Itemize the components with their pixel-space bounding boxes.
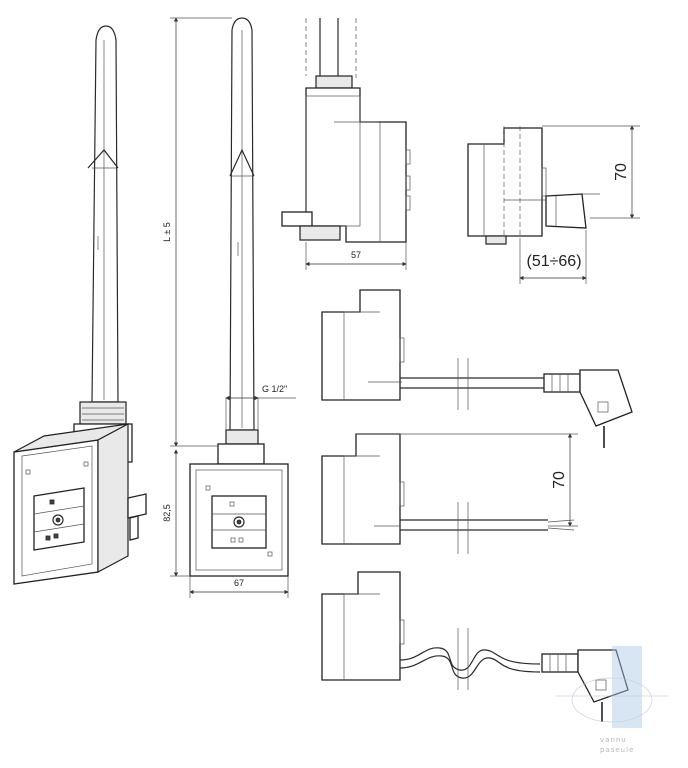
watermark-text-1: vannu bbox=[600, 736, 627, 744]
dim-width-label: 67 bbox=[234, 578, 244, 588]
watermark-text-2: paseule bbox=[600, 746, 634, 754]
variant-coiled-plug bbox=[321, 571, 629, 722]
dim-depth-top-label: 70 bbox=[613, 163, 630, 181]
dim-depth-cable-label: 70 bbox=[551, 471, 568, 489]
installed-detail-view: 70 (51÷66) bbox=[467, 125, 640, 284]
side-view: 57 bbox=[281, 18, 411, 270]
dim-side-width-label: 57 bbox=[351, 250, 361, 260]
watermark-accent-panel bbox=[612, 646, 642, 728]
dim-length-label: L ± 5 bbox=[162, 222, 172, 242]
isometric-heater-view bbox=[13, 25, 147, 585]
dim-height-label: 82,5 bbox=[162, 504, 172, 522]
dim-thread-label: G 1/2" bbox=[262, 384, 287, 394]
variant-bare-cable: 70 bbox=[321, 433, 578, 554]
watermark-logo: vannu paseule bbox=[556, 646, 668, 754]
variant-straight-plug bbox=[321, 289, 633, 448]
dim-range-label: (51÷66) bbox=[526, 253, 581, 270]
front-view: L ± 5 82,5 G 1/2" 67 bbox=[162, 17, 296, 598]
